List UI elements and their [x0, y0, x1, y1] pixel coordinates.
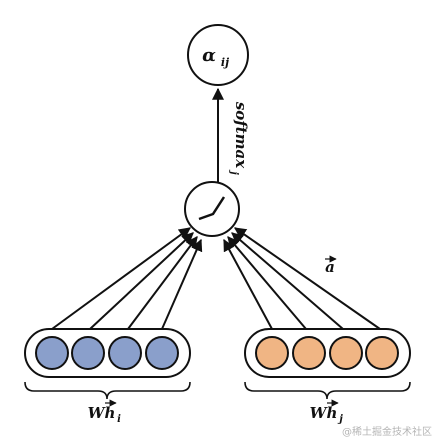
softmax-label-group: softmax j	[228, 102, 250, 175]
attention-vector-letter: a	[325, 258, 335, 276]
left-input-arrow	[51, 227, 191, 330]
output-node-subscript: ij	[221, 56, 229, 69]
left-input-node	[35, 336, 69, 370]
attention-vector-label: a	[325, 255, 337, 276]
left-input-node	[108, 336, 142, 370]
right-input-arrow	[234, 227, 381, 330]
left-input-node	[145, 336, 179, 370]
right-input-node	[365, 336, 399, 370]
left-group-label-subscript: i	[117, 414, 121, 425]
right-group-label-subscript: j	[337, 414, 343, 425]
left-input-arrow	[161, 238, 203, 330]
left-group-container	[24, 328, 191, 378]
left-brace	[24, 381, 191, 400]
right-group-container	[244, 328, 411, 378]
right-input-node	[255, 336, 289, 370]
left-group-label-vec: h	[105, 404, 116, 422]
left-input-node	[71, 336, 105, 370]
softmax-subscript: j	[228, 169, 239, 175]
right-group-label-prefix: W	[310, 404, 329, 422]
activation-node	[184, 181, 240, 237]
left-input-arrow	[89, 232, 194, 330]
output-node-label: α	[202, 45, 216, 66]
right-input-arrow	[223, 238, 273, 330]
right-input-node	[292, 336, 326, 370]
right-input-arrow	[231, 232, 344, 330]
right-group-label-vec: h	[327, 404, 338, 422]
right-group-nodes	[255, 336, 399, 370]
right-group-label: W h j	[310, 399, 343, 425]
leaky-relu-icon	[198, 196, 226, 221]
left-input-arrow	[127, 236, 198, 330]
left-group-label: W h i	[88, 399, 121, 425]
output-node-alpha: α ij	[187, 24, 249, 86]
right-input-node	[329, 336, 363, 370]
right-input-arrow	[227, 236, 307, 330]
softmax-label: softmax	[232, 102, 250, 169]
left-group-label-prefix: W	[88, 404, 107, 422]
watermark: @稀土掘金技术社区	[342, 427, 432, 438]
input-arrows	[51, 227, 381, 330]
left-group-nodes	[35, 336, 179, 370]
right-brace	[244, 381, 411, 400]
